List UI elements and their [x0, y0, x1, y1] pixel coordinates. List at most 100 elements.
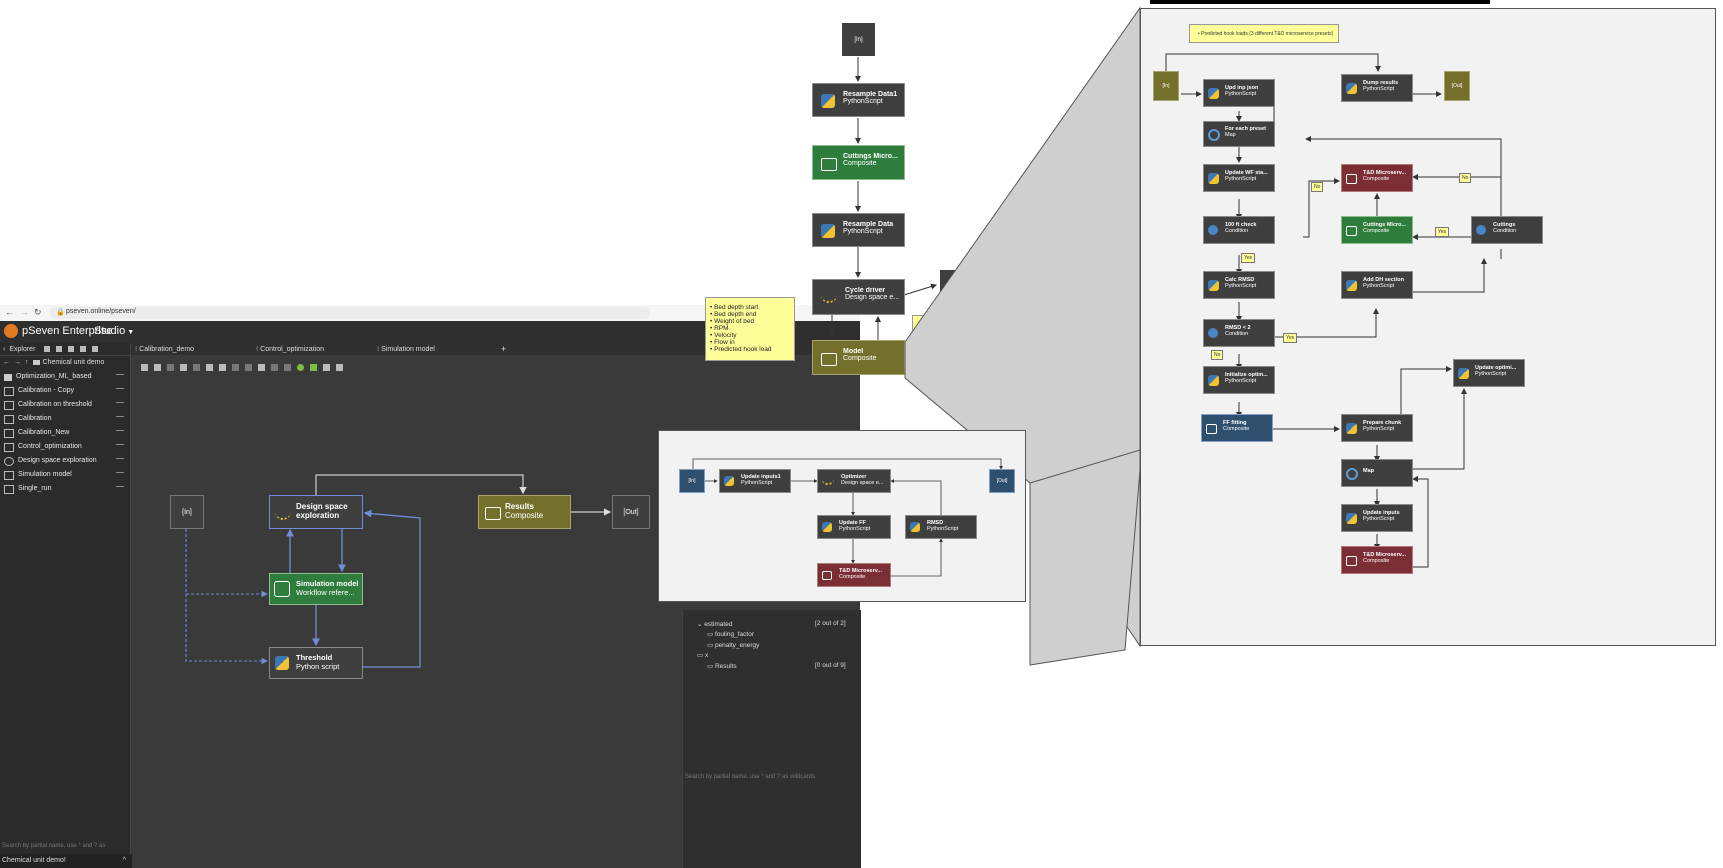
arrow-right-icon[interactable]: →	[20, 307, 29, 317]
resample-data1-block[interactable]: Resample Data1 PythonScript	[812, 83, 905, 117]
port-row[interactable]: ▭ x	[697, 651, 708, 659]
tab-control-optimization[interactable]: ⁝ Control_optimization	[256, 345, 324, 353]
address-bar[interactable]: 🔒 pseven.online/pseven/	[50, 307, 650, 319]
layout-icon[interactable]	[219, 363, 226, 371]
design-space-exploration-block[interactable]: Design space exploration	[269, 495, 363, 529]
add-tab-button[interactable]: +	[501, 344, 507, 354]
map-block[interactable]: Map	[1341, 459, 1413, 487]
td-microservice-ff-block[interactable]: T&D Microserv...Composite	[817, 563, 891, 587]
refresh-icon[interactable]	[80, 346, 87, 352]
port-row[interactable]: ⌄ estimated	[697, 620, 732, 628]
copy-icon[interactable]	[245, 363, 252, 371]
redo-icon[interactable]	[193, 363, 200, 371]
arrow-left-icon[interactable]: ←	[5, 307, 14, 317]
cuttings-microservice-block[interactable]: Cuttings Micro...Composite	[1341, 216, 1413, 244]
share-icon[interactable]	[116, 458, 124, 464]
align-icon[interactable]	[258, 363, 265, 371]
threshold-block[interactable]: Threshold Python script	[269, 647, 363, 679]
cut-icon[interactable]	[271, 363, 278, 371]
menu-icon[interactable]	[92, 346, 99, 352]
list-item[interactable]: Calibration	[0, 412, 130, 426]
initialize-optim-block[interactable]: Initialize optim...PythonScript	[1203, 366, 1275, 394]
ports-search[interactable]: Search by partial name, use * and ? as w…	[685, 774, 816, 780]
ff-output-port[interactable]: [Out]	[989, 469, 1015, 493]
zoom-input-port[interactable]: [In]	[1153, 71, 1179, 101]
update-optim-block[interactable]: Update optimi...PythonScript	[1453, 359, 1525, 387]
tree-icon[interactable]	[154, 363, 161, 371]
run-icon[interactable]	[310, 363, 317, 371]
share-icon[interactable]	[116, 388, 124, 394]
workflow-input-port[interactable]: [In]	[170, 495, 204, 529]
workflow-output-port[interactable]: [Out]	[612, 495, 650, 529]
reload-icon[interactable]: ↻	[34, 307, 42, 317]
settings-icon[interactable]	[167, 363, 174, 371]
home-icon[interactable]	[336, 363, 343, 371]
home-icon[interactable]	[44, 346, 51, 352]
back-icon[interactable]: ←	[3, 358, 10, 366]
tab-simulation-model[interactable]: ⁝ Simulation model	[377, 345, 435, 353]
block-title: Prepare chunk	[1363, 420, 1402, 426]
list-item[interactable]: Calibration_New	[0, 426, 130, 440]
validate-icon[interactable]	[297, 363, 304, 371]
up-icon[interactable]: ↑	[25, 358, 29, 366]
undo-icon[interactable]	[180, 363, 187, 371]
resample-data-block[interactable]: Resample Data PythonScript	[812, 213, 905, 247]
share-icon[interactable]	[116, 402, 124, 408]
ff-input-port[interactable]: [In]	[679, 469, 705, 493]
port-row[interactable]: ▭ penalty_energy	[707, 641, 759, 649]
explorer-footer[interactable]: Chemical unit demo! ^	[0, 854, 132, 868]
list-item[interactable]: Single_run	[0, 482, 130, 496]
share-icon[interactable]	[116, 416, 124, 422]
list-item[interactable]: Optimization_ML_based	[0, 370, 130, 384]
share-icon[interactable]	[116, 444, 124, 450]
share-icon[interactable]	[116, 430, 124, 436]
flow-input-port[interactable]: [In]	[842, 23, 875, 56]
tab-calibration-demo[interactable]: ⁝ Calibration_demo	[135, 345, 194, 353]
edit-icon[interactable]	[232, 363, 239, 371]
comment-icon[interactable]	[206, 363, 213, 371]
td-microservice-block[interactable]: T&D Microserv...Composite	[1341, 164, 1413, 192]
no-label: No	[1311, 182, 1324, 192]
list-item[interactable]: Calibration on threshold	[0, 398, 130, 412]
cycle-driver-block[interactable]: Cycle driver Design space e...	[812, 279, 905, 315]
share-icon[interactable]	[116, 374, 124, 380]
collapse-icon[interactable]: ‹	[3, 345, 6, 353]
forward-icon[interactable]: →	[14, 358, 21, 366]
list-item[interactable]: Simulation model	[0, 468, 130, 482]
td-microservice-2-block[interactable]: T&D Microserv...Composite	[1341, 546, 1413, 574]
list-item[interactable]: Control_optimization	[0, 440, 130, 454]
port-row[interactable]: ▭ fouling_factor	[707, 630, 754, 638]
list-icon[interactable]	[323, 363, 330, 371]
share-icon[interactable]	[116, 486, 124, 492]
mode-switcher[interactable]: Studio▼	[94, 325, 134, 337]
grid-icon[interactable]	[141, 363, 148, 371]
list-item[interactable]: Calibration - Copy	[0, 384, 130, 398]
results-block[interactable]: Results Composite	[478, 495, 571, 529]
port-row[interactable]: ▭ Results	[707, 662, 737, 670]
cloud-icon[interactable]	[56, 346, 63, 352]
upload-icon[interactable]	[68, 346, 75, 352]
update-wf-state-block[interactable]: Update WF sta...PythonScript	[1203, 164, 1275, 192]
paste-icon[interactable]	[284, 363, 291, 371]
simulation-model-block[interactable]: Simulation model Workflow refere...	[269, 573, 363, 605]
share-icon[interactable]	[116, 472, 124, 478]
cuttings-micro-block[interactable]: Cuttings Micro... Composite	[812, 145, 905, 180]
zoom-output-port[interactable]: [Out]	[1444, 71, 1470, 101]
model-block[interactable]: Model Composite	[812, 340, 905, 375]
list-item[interactable]: Design space exploration	[0, 454, 130, 468]
